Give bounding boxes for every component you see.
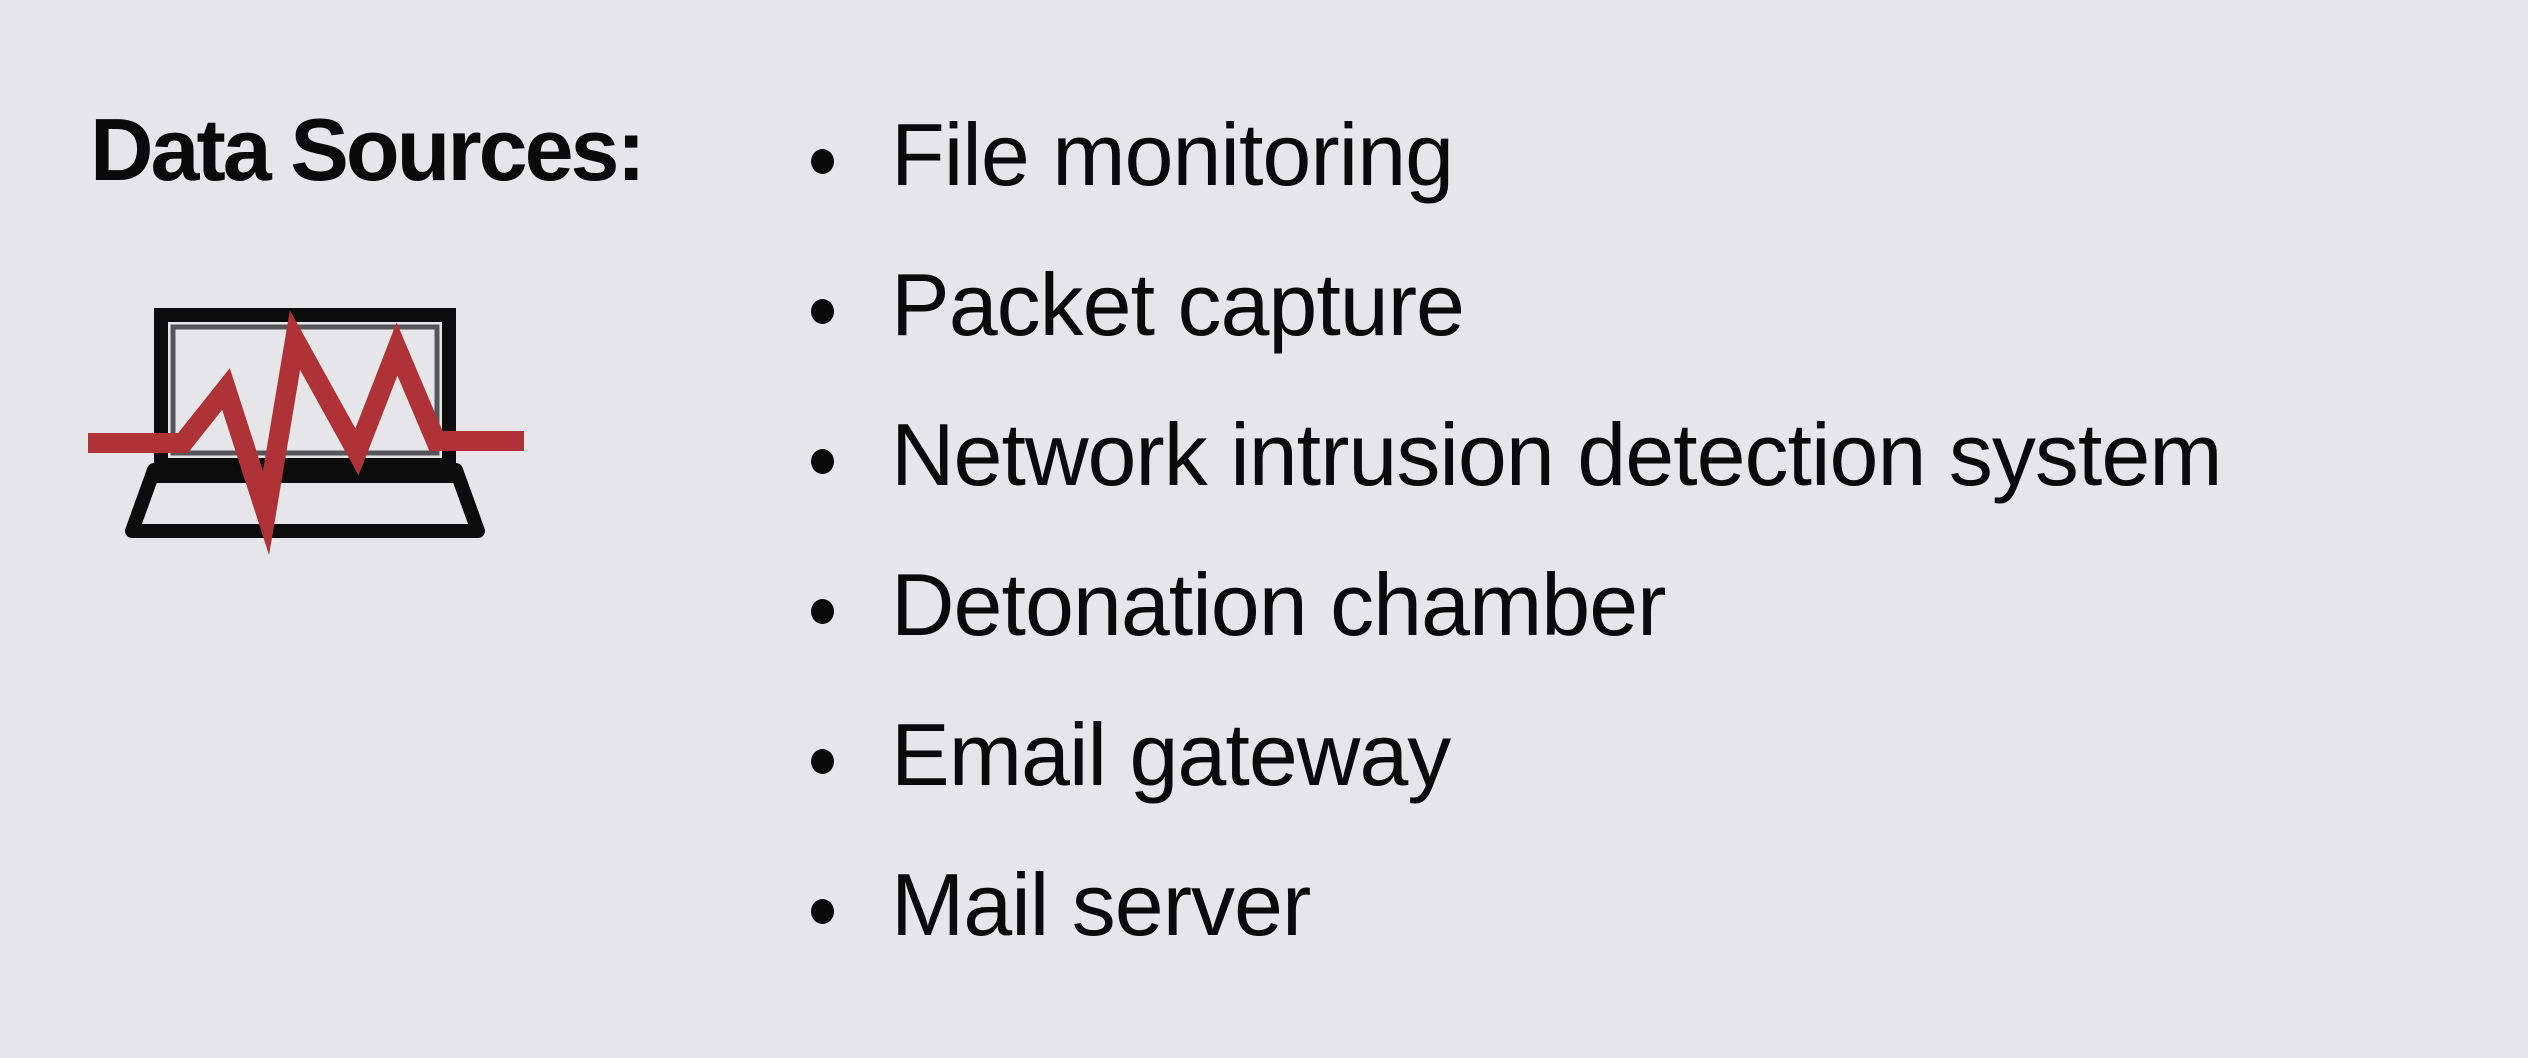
laptop-hinge <box>150 465 460 483</box>
list-item-label: Mail server <box>891 855 1311 954</box>
list-item: Packet capture <box>790 230 2222 380</box>
list-item-label: Email gateway <box>891 705 1451 804</box>
pulse-line <box>88 310 524 556</box>
bullet-icon <box>811 748 834 774</box>
list-item-label: Packet capture <box>891 255 1465 354</box>
list-item: Mail server <box>790 830 2222 980</box>
bullet-icon <box>811 448 834 474</box>
list-item-label: File monitoring <box>891 105 1454 204</box>
laptop-screen-bezel <box>170 324 440 456</box>
data-sources-heading: Data Sources: <box>90 100 646 199</box>
list-item: Detonation chamber <box>790 530 2222 680</box>
laptop-activity-icon-svg <box>88 308 524 556</box>
list-item-label: Network intrusion detection system <box>891 405 2223 504</box>
list-item: Network intrusion detection system <box>790 380 2223 530</box>
list-item: File monitoring <box>790 80 2222 230</box>
laptop-activity-icon <box>80 295 530 560</box>
bullet-icon <box>811 898 834 924</box>
list-item: Email gateway <box>790 680 2222 830</box>
list-item-label: Detonation chamber <box>891 555 1666 654</box>
bullet-icon <box>811 598 834 624</box>
bullet-icon <box>811 298 834 324</box>
data-sources-list: File monitoring Packet capture Network i… <box>790 80 2223 980</box>
bullet-icon <box>811 148 834 174</box>
